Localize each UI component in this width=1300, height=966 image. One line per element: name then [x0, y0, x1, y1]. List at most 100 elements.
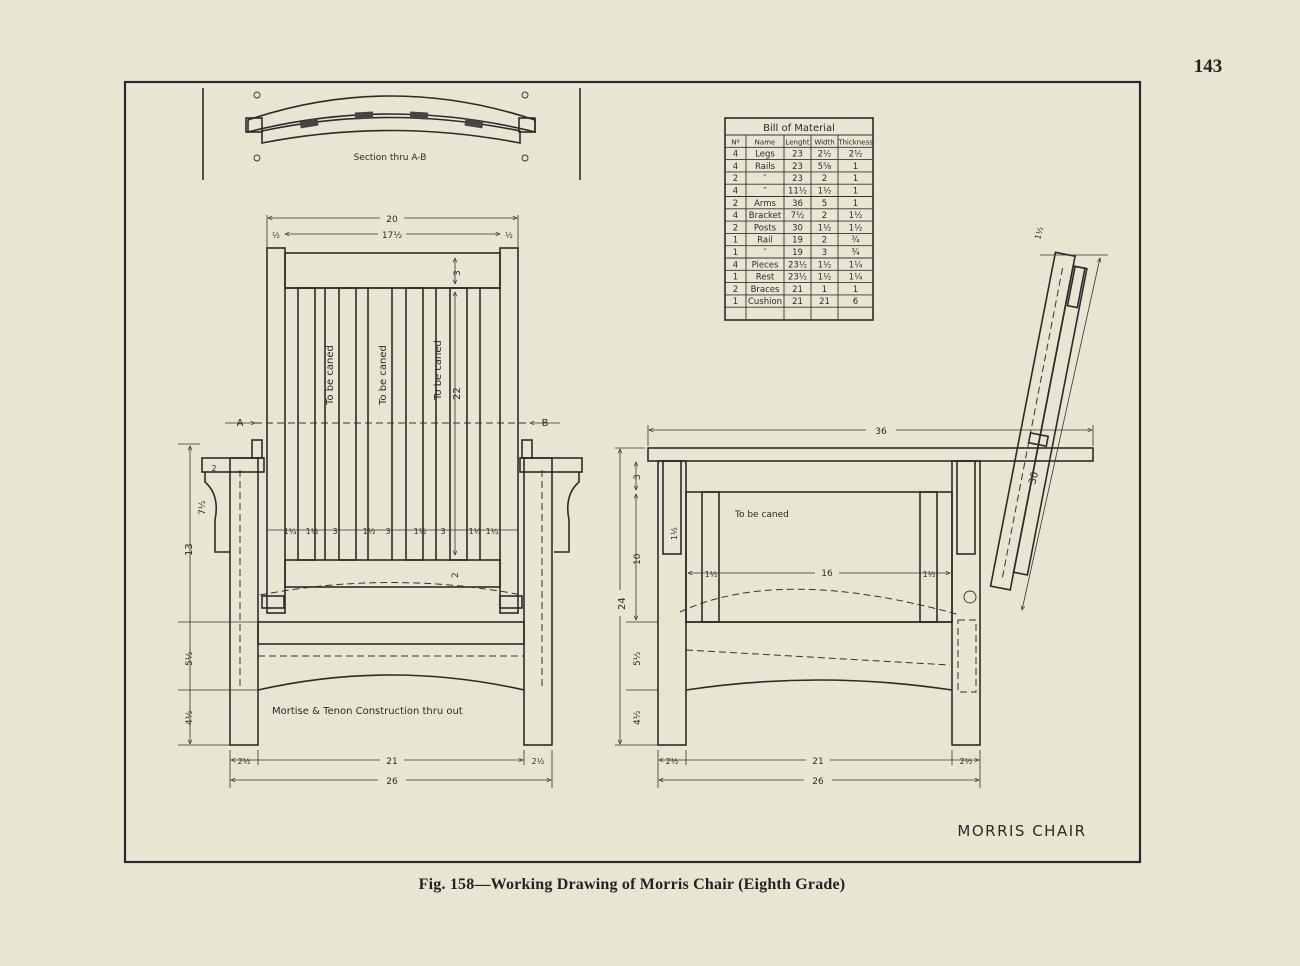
dim-back-thickness: 1½	[1033, 226, 1045, 241]
bom-cell: ″	[763, 174, 766, 184]
dim-back-bottom: 2	[451, 572, 461, 578]
bom-cell: 1	[733, 297, 738, 307]
dim-back-length: 30	[1027, 471, 1041, 486]
bom-cell: 1	[733, 236, 738, 246]
bom-cell: 19	[792, 236, 803, 246]
construction-note: Mortise & Tenon Construction thru out	[272, 706, 463, 717]
bom-title: Bill of Material	[763, 123, 835, 134]
slat-spacing-9: 1¼	[486, 527, 499, 536]
bom-cell: 1	[853, 199, 858, 209]
bom-cell: 1	[853, 162, 858, 172]
dim-rail-right: 1½	[923, 570, 936, 579]
bom-cell: 1	[853, 174, 858, 184]
dim-top-width: 20	[386, 215, 398, 225]
slat-label-2: To be caned	[378, 345, 389, 406]
bom-cell: Bracket	[749, 211, 782, 221]
slat-spacing-6: 1½	[414, 527, 427, 536]
bom-cell: 21	[792, 297, 803, 307]
dim-side-seat-rail: 5½	[633, 651, 643, 666]
section-label: Section thru A-B	[354, 153, 427, 163]
dim-inner-span: 16	[821, 569, 833, 579]
bom-cell: 11½	[788, 187, 807, 197]
bom-header-cell: Name	[755, 138, 776, 146]
bom-cell: ¾	[851, 248, 859, 258]
dim-post-left: ½	[272, 231, 280, 240]
dim-arm-block: 7½	[198, 500, 208, 515]
bom-cell: 2½	[849, 150, 863, 160]
dim-post-right: ½	[505, 231, 513, 240]
bom-cell: Pieces	[752, 260, 779, 270]
dim-back-top: 3	[453, 270, 463, 276]
slat-spacing-3: 3	[332, 527, 337, 536]
dim-arm-length: 36	[875, 427, 887, 437]
dim-front-leg-left: 2½	[238, 757, 251, 766]
bom-cell: Rest	[756, 273, 775, 283]
bom-cell: 1	[733, 248, 738, 258]
dim-seat-rail: 5½	[185, 651, 195, 666]
slat-spacing-4: 1½	[363, 527, 376, 536]
slat-spacing-1: 1¼	[284, 527, 297, 536]
dim-side-middle: 10	[633, 553, 643, 565]
dim-front-leg-right: 2½	[532, 757, 545, 766]
bom-cell: 1	[733, 273, 738, 283]
bom-cell: 1¼	[849, 273, 863, 283]
slat-spacing-7: 3	[440, 527, 445, 536]
slat-spacing-2: 1½	[306, 527, 319, 536]
section-mark-a: A	[237, 418, 244, 429]
bom-header-cell: Nº	[731, 138, 740, 146]
drawing-title: MORRIS CHAIR	[957, 822, 1086, 840]
bom-cell: 2	[733, 223, 738, 233]
bom-cell: 21	[819, 297, 830, 307]
dim-side-bracket: 1½	[670, 527, 679, 540]
bom-cell: 23½	[788, 273, 807, 283]
dim-side-bottom: 4½	[633, 710, 643, 725]
bom-cell: 2	[822, 211, 827, 221]
bom-cell: 1	[853, 187, 858, 197]
page-number: 143	[1193, 56, 1223, 77]
bom-cell: 1	[853, 285, 858, 295]
bom-cell: 3	[822, 248, 827, 258]
bom-cell: 6	[853, 297, 858, 307]
bom-cell: Rails	[755, 162, 776, 172]
dim-front-overall: 26	[386, 777, 398, 787]
bom-cell: 36	[792, 199, 803, 209]
dim-arm-height: 13	[184, 543, 195, 556]
bom-cell: 2	[733, 285, 738, 295]
dim-front-inner-bottom: 21	[386, 757, 397, 767]
bom-header-cell: Thickness	[837, 138, 873, 146]
bom-cell: 1½	[849, 223, 863, 233]
section-ab-view: Section thru A-B	[202, 88, 581, 180]
side-caned-label: To be caned	[734, 510, 789, 520]
bom-cell: 4	[733, 260, 738, 270]
bom-cell: 7½	[791, 211, 805, 221]
bom-cell: Legs	[755, 150, 775, 160]
bom-cell: ¾	[851, 236, 859, 246]
bom-cell: 21	[792, 285, 803, 295]
bom-cell: 1	[822, 285, 827, 295]
bom-cell: 1¼	[849, 260, 863, 270]
bom-cell: 2	[733, 199, 738, 209]
bom-cell: Cushion	[748, 297, 782, 307]
bom-cell: 2	[822, 174, 827, 184]
slat-label-1: To be caned	[325, 345, 336, 406]
bom-cell: 1½	[818, 260, 832, 270]
bom-cell: 1½	[818, 187, 832, 197]
slat-spacing-8: 1½	[469, 527, 482, 536]
bom-cell: ″	[763, 187, 766, 197]
section-mark-b: B	[542, 418, 549, 429]
bom-cell: Braces	[751, 285, 780, 295]
figure-caption: Fig. 158—Working Drawing of Morris Chair…	[418, 876, 846, 893]
bom-cell: Rail	[757, 236, 773, 246]
bom-cell: 4	[733, 211, 738, 221]
dim-total-height: 24	[617, 597, 628, 610]
bom-cell: 23½	[788, 260, 807, 270]
front-view: 20 17½ ½ ½ To be caned To be caned To be…	[178, 212, 583, 788]
bom-cell: 5⅝	[818, 162, 832, 172]
bom-cell: 4	[733, 150, 738, 160]
dim-bottom-rail: 4½	[185, 710, 195, 725]
dim-rail-left: 1½	[705, 570, 718, 579]
dim-side-leg-right: 2½	[960, 757, 973, 766]
dim-back-height: 22	[452, 387, 463, 400]
